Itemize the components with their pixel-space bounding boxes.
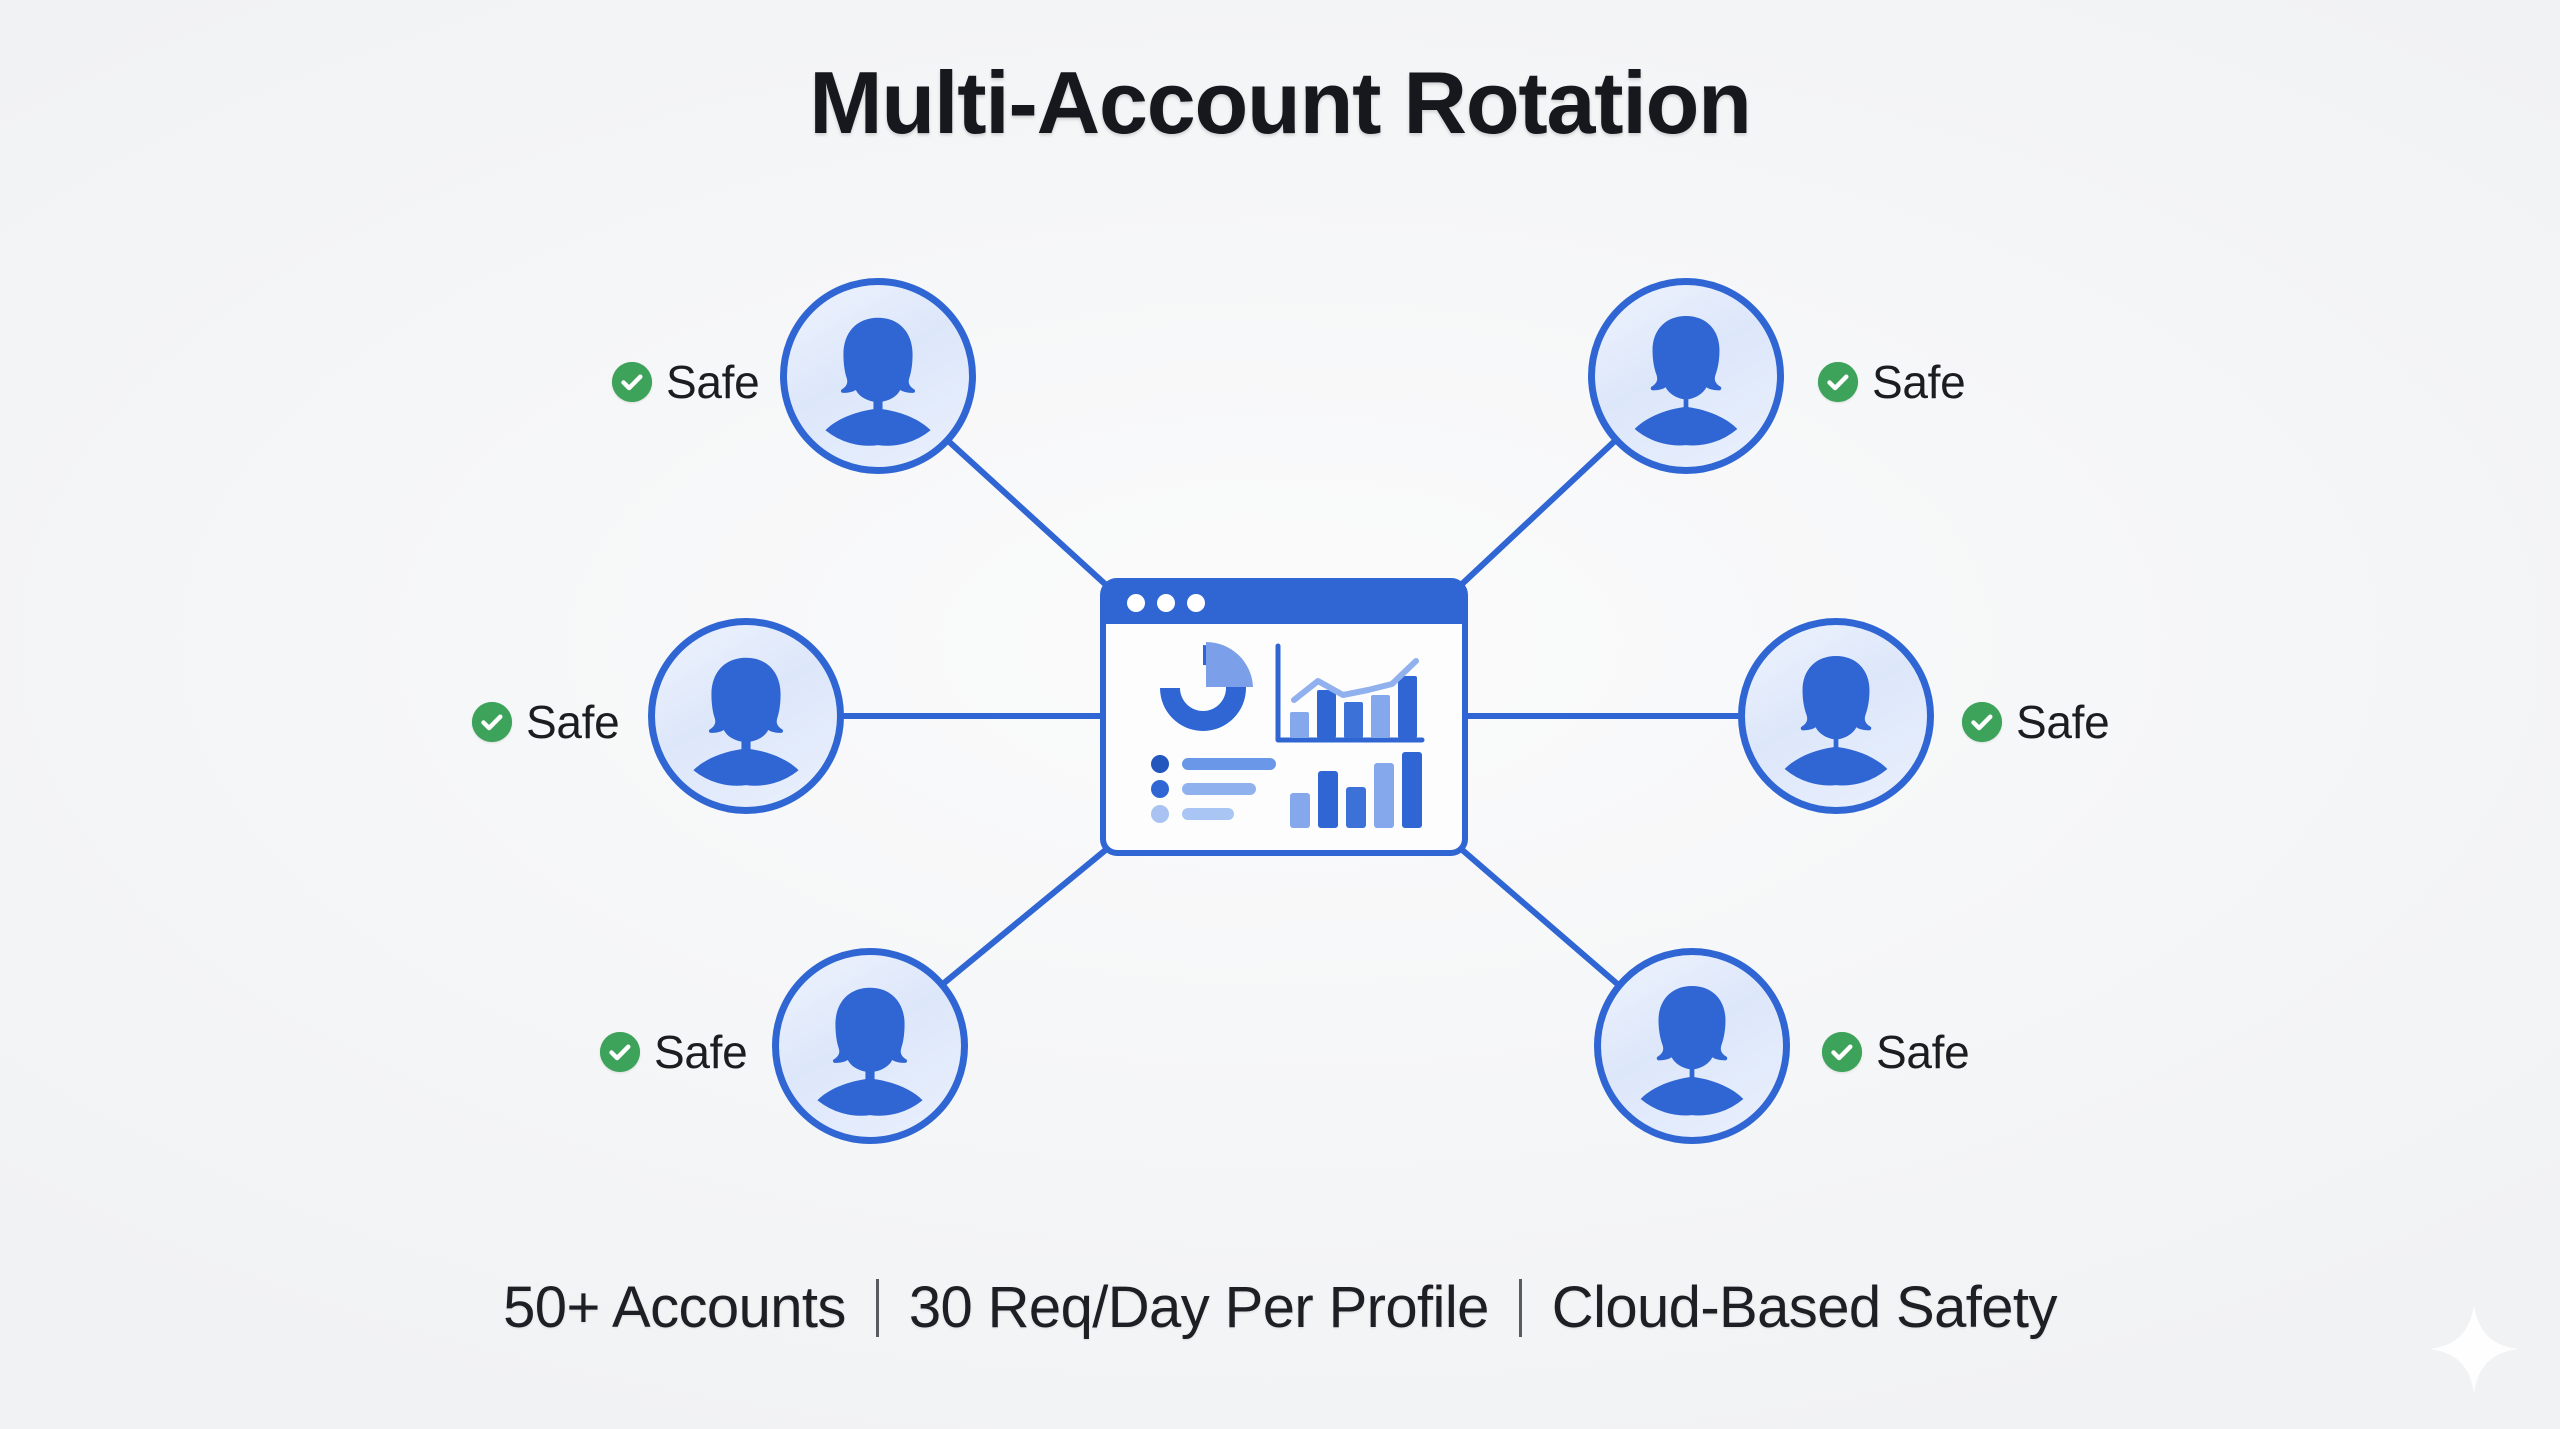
male-avatar-icon bbox=[1784, 655, 1888, 786]
bar-1 bbox=[1290, 712, 1309, 738]
stat-accounts: 50+ Accounts bbox=[503, 1275, 846, 1340]
male-avatar-icon bbox=[1640, 985, 1744, 1116]
connector-bottom-right bbox=[1457, 845, 1625, 991]
window-dot-1 bbox=[1127, 594, 1145, 612]
check-circle-icon bbox=[600, 1032, 640, 1072]
status-badge-bottom-left: Safe bbox=[600, 1025, 748, 1079]
stat-separator-2 bbox=[1518, 1278, 1522, 1337]
bullet-bar-3 bbox=[1182, 808, 1234, 820]
bar-3 bbox=[1344, 702, 1363, 738]
status-badge-mid-left: Safe bbox=[472, 695, 620, 749]
status-label: Safe bbox=[1876, 1026, 1970, 1078]
female-avatar-icon bbox=[817, 987, 923, 1116]
footer-stats: 50+ Accounts 30 Req/Day Per Profile Clou… bbox=[0, 1274, 2560, 1341]
status-label: Safe bbox=[526, 696, 620, 748]
bar-2 bbox=[1317, 690, 1336, 738]
connector-top-left bbox=[942, 435, 1108, 587]
bar-b1 bbox=[1290, 793, 1310, 828]
check-circle-icon bbox=[1818, 362, 1858, 402]
avatar[interactable] bbox=[1588, 278, 1784, 474]
bar-chart bbox=[1290, 752, 1422, 828]
bullet-dot-2 bbox=[1151, 780, 1169, 798]
status-label: Safe bbox=[654, 1026, 748, 1078]
avatar[interactable] bbox=[648, 618, 844, 814]
bullet-list bbox=[1151, 755, 1276, 823]
female-avatar-icon bbox=[825, 317, 931, 446]
bar-b5 bbox=[1402, 752, 1422, 828]
bar-4 bbox=[1371, 695, 1390, 738]
bar-b4 bbox=[1374, 763, 1394, 828]
check-circle-icon bbox=[1962, 702, 2002, 742]
bar-line-chart bbox=[1275, 643, 1425, 743]
avatar[interactable] bbox=[1738, 618, 1934, 814]
bar-5 bbox=[1398, 676, 1417, 738]
status-label: Safe bbox=[666, 356, 760, 408]
sparkle-icon bbox=[2426, 1301, 2522, 1397]
status-badge-bottom-right: Safe bbox=[1822, 1025, 1970, 1079]
page-title: Multi-Account Rotation bbox=[809, 53, 1752, 152]
connector-top-right bbox=[1459, 435, 1621, 587]
bar-b3 bbox=[1346, 787, 1366, 828]
window-titlebar bbox=[1103, 581, 1465, 624]
window-dot-3 bbox=[1187, 594, 1205, 612]
status-badge-mid-right: Safe bbox=[1962, 695, 2110, 749]
stat-requests: 30 Req/Day Per Profile bbox=[908, 1275, 1490, 1340]
analytics-dashboard-window[interactable] bbox=[1100, 578, 1468, 856]
stat-cloud-safety: Cloud-Based Safety bbox=[1551, 1275, 2058, 1340]
window-dot-2 bbox=[1157, 594, 1175, 612]
male-avatar-icon bbox=[1634, 315, 1738, 446]
avatar[interactable] bbox=[780, 278, 976, 474]
bullet-bar-1 bbox=[1182, 758, 1276, 770]
avatar[interactable] bbox=[772, 948, 968, 1144]
bullet-bar-2 bbox=[1182, 783, 1256, 795]
status-label: Safe bbox=[2016, 696, 2110, 748]
status-badge-top-left: Safe bbox=[612, 355, 760, 409]
connector-bottom-left bbox=[935, 845, 1111, 991]
avatar[interactable] bbox=[1594, 948, 1790, 1144]
check-circle-icon bbox=[472, 702, 512, 742]
bar-b2 bbox=[1318, 771, 1338, 828]
female-avatar-icon bbox=[693, 657, 799, 786]
check-circle-icon bbox=[1822, 1032, 1862, 1072]
bullet-dot-3 bbox=[1151, 805, 1169, 823]
donut-chart bbox=[1160, 642, 1253, 731]
check-circle-icon bbox=[612, 362, 652, 402]
status-label: Safe bbox=[1872, 356, 1966, 408]
stat-separator-1 bbox=[875, 1278, 879, 1337]
bullet-dot-1 bbox=[1151, 755, 1169, 773]
status-badge-top-right: Safe bbox=[1818, 355, 1966, 409]
trend-line bbox=[1291, 658, 1419, 703]
